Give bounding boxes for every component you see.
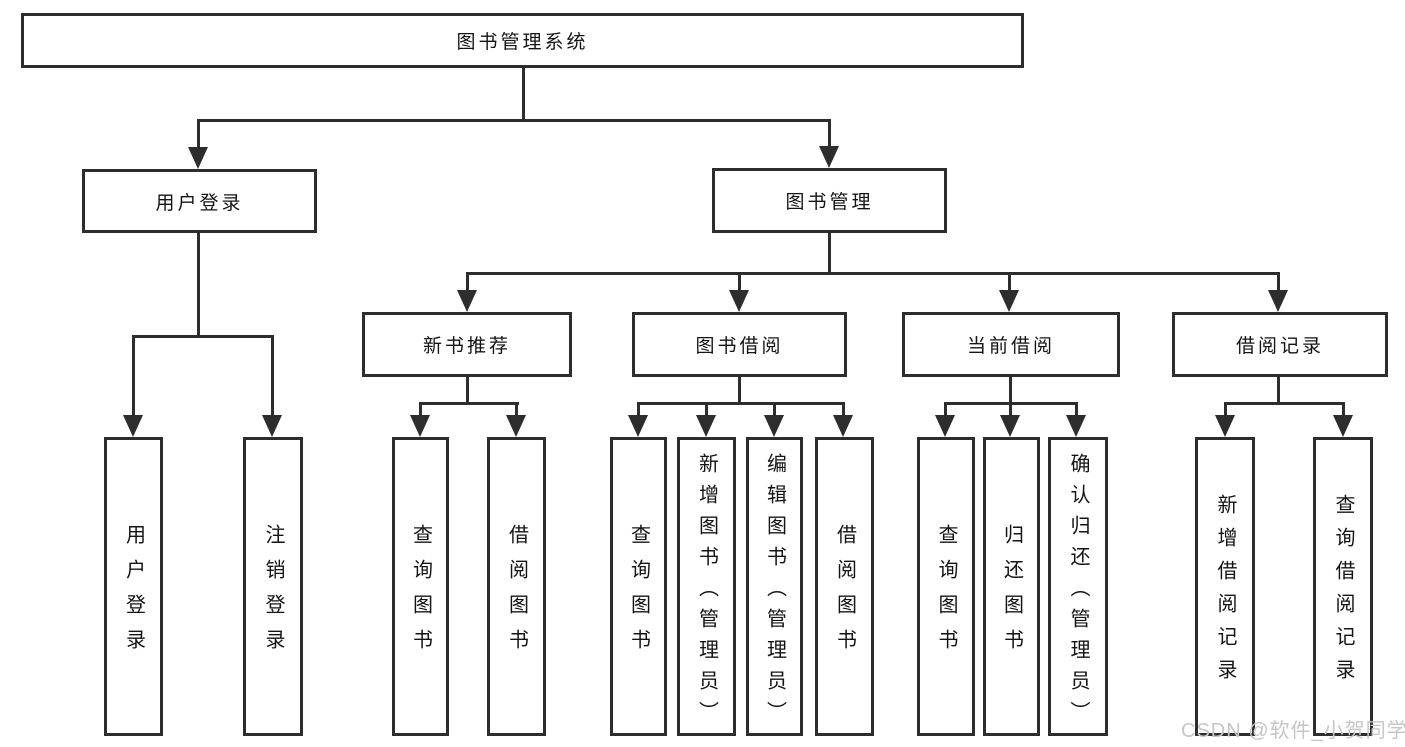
connector-arrow: [696, 415, 716, 437]
connector-arrow: [1215, 415, 1235, 437]
leaf-borrow-book-rec: 借阅图书: [487, 437, 546, 736]
connector-line: [1008, 272, 1011, 292]
connector-line: [1075, 402, 1078, 417]
connector-arrow: [1333, 415, 1353, 437]
connector-line: [466, 272, 1280, 275]
watermark: CSDN @软件_小贺同学: [1181, 720, 1405, 742]
connector-line: [637, 402, 640, 417]
connector-arrow: [1000, 415, 1020, 437]
leaf-logout: 注销登录: [243, 437, 303, 736]
leaf-add-book-admin: 新增图书（管理员）: [677, 437, 736, 736]
connector-line: [522, 68, 525, 121]
connector-line: [197, 233, 200, 338]
connector-arrow: [628, 415, 648, 437]
connector-line: [944, 402, 947, 417]
node-current-borrow: 当前借阅: [902, 312, 1120, 377]
connector-line: [828, 233, 831, 275]
connector-arrow: [819, 146, 839, 168]
connector-line: [1277, 377, 1280, 404]
connector-line: [419, 402, 519, 405]
leaf-query-borrow-record: 查询借阅记录: [1313, 437, 1373, 736]
connector-line: [773, 402, 776, 417]
connector-line: [1224, 402, 1227, 417]
connector-line: [738, 272, 741, 292]
node-book-borrow: 图书借阅: [632, 312, 847, 377]
leaf-borrow-book-borrow: 借阅图书: [815, 437, 874, 736]
connector-arrow: [764, 415, 784, 437]
connector-line: [197, 119, 831, 122]
leaf-return-book: 归还图书: [983, 437, 1040, 736]
connector-line: [1009, 377, 1012, 404]
connector-arrow: [457, 290, 477, 312]
node-borrow-record: 借阅记录: [1172, 312, 1388, 377]
connector-line: [466, 377, 469, 404]
connector-line: [132, 335, 135, 417]
connector-line: [1224, 402, 1344, 405]
node-new-book-rec: 新书推荐: [362, 312, 572, 377]
connector-arrow: [833, 415, 853, 437]
connector-line: [842, 402, 845, 417]
leaf-query-book-current: 查询图书: [917, 437, 975, 736]
connector-line: [828, 119, 831, 149]
connector-line: [132, 335, 274, 338]
connector-arrow: [999, 290, 1019, 312]
leaf-query-book-rec: 查询图书: [392, 437, 449, 736]
connector-arrow: [262, 415, 282, 437]
connector-arrow: [410, 415, 430, 437]
connector-arrow: [188, 147, 208, 169]
node-user-login: 用户登录: [82, 169, 317, 233]
leaf-user-login: 用户登录: [104, 437, 163, 736]
leaf-edit-book-admin: 编辑图书（管理员）: [746, 437, 803, 736]
leaf-confirm-return-admin: 确认归还（管理员）: [1048, 437, 1108, 736]
node-root: 图书管理系统: [21, 13, 1024, 68]
leaf-query-book-borrow: 查询图书: [610, 437, 667, 736]
connector-line: [197, 119, 200, 149]
connector-arrow: [123, 415, 143, 437]
connector-line: [1277, 272, 1280, 292]
connector-line: [1342, 402, 1345, 417]
connector-arrow: [506, 415, 526, 437]
connector-arrow: [729, 290, 749, 312]
node-book-mgmt: 图书管理: [712, 168, 947, 233]
connector-line: [705, 402, 708, 417]
connector-arrow: [935, 415, 955, 437]
connector-line: [738, 377, 741, 404]
connector-line: [1009, 402, 1012, 417]
connector-arrow: [1066, 415, 1086, 437]
connector-line: [419, 402, 422, 417]
connector-line: [466, 272, 469, 292]
connector-line: [637, 402, 845, 405]
leaf-add-borrow-record: 新增借阅记录: [1195, 437, 1255, 736]
connector-line: [515, 402, 518, 417]
connector-line: [271, 335, 274, 417]
connector-arrow: [1268, 290, 1288, 312]
